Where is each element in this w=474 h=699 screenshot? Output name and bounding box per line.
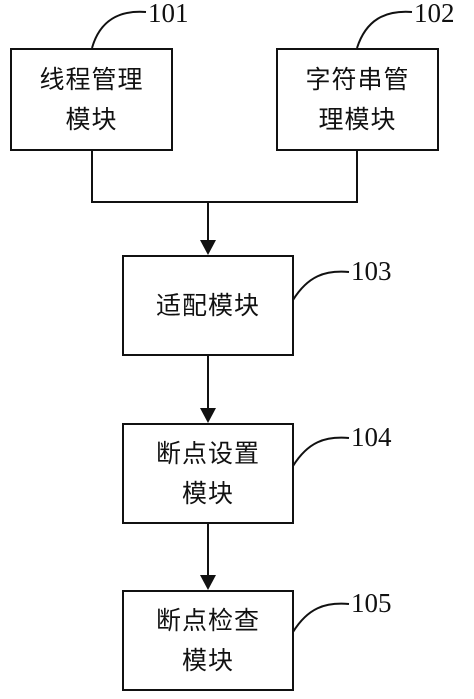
box-105-label-line2: 模块 [181, 645, 234, 675]
ref-numeral-105: 105 [351, 588, 392, 618]
leader-line-103 [292, 270, 350, 301]
box-adapter-module: 适配模块 [122, 255, 294, 356]
ref-numeral-104: 104 [351, 422, 392, 452]
arrowhead-to-103 [200, 240, 216, 255]
arrowhead-to-104 [200, 408, 216, 423]
leader-line-101 [91, 10, 147, 49]
leader-line-102 [356, 10, 413, 49]
box-105-label-line1: 断点检查 [155, 605, 260, 635]
connector-102-merge [208, 150, 358, 203]
box-104-label-line2: 模块 [181, 478, 234, 508]
box-thread-management-module: 线程管理 模块 [10, 48, 173, 151]
arrowhead-to-105 [200, 575, 216, 590]
box-102-label-line2: 理模块 [318, 104, 397, 134]
box-101-label-line2: 模块 [65, 104, 118, 134]
ref-numeral-103: 103 [351, 256, 392, 286]
leader-line-105 [292, 602, 350, 633]
box-104-label-line1: 断点设置 [155, 438, 260, 468]
ref-numeral-102: 102 [414, 0, 455, 28]
box-103-label-line1: 适配模块 [155, 290, 260, 320]
box-101-label-line1: 线程管理 [39, 64, 144, 94]
connector-101-merge [91, 150, 208, 203]
box-string-management-module: 字符串管 理模块 [276, 48, 439, 151]
box-102-label-line1: 字符串管 [305, 64, 410, 94]
leader-line-104 [292, 436, 350, 467]
box-breakpoint-check-module: 断点检查 模块 [122, 590, 294, 691]
box-breakpoint-setting-module: 断点设置 模块 [122, 423, 294, 524]
ref-numeral-101: 101 [148, 0, 189, 28]
